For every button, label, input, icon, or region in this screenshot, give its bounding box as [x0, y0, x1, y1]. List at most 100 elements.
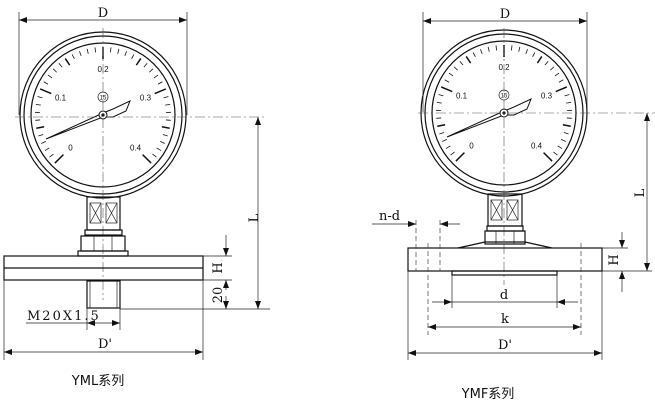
dial-tick: [36, 125, 45, 130]
dial-tick: [459, 61, 464, 66]
dial-tick: [152, 153, 157, 158]
dial-tick: [163, 96, 169, 99]
caption-yml: YML系列: [71, 374, 124, 389]
logo-text: 15: [501, 94, 508, 100]
dial-tick: [465, 56, 472, 64]
dial-tick: [549, 66, 555, 71]
dim-Dprime-right: D': [498, 338, 512, 353]
dial-tick: [38, 134, 44, 137]
dial-tick: [448, 72, 454, 77]
dial-tick: [553, 151, 558, 156]
dial-tick: [156, 147, 162, 151]
dial-tick: [566, 101, 572, 104]
dim-D-left: D: [98, 6, 108, 21]
dial-label: 0.4: [130, 144, 142, 153]
dial-tick: [495, 45, 497, 51]
dial-tick: [165, 103, 171, 106]
dial-tick: [86, 48, 89, 54]
stem: [86, 196, 121, 231]
dial-tick: [440, 86, 453, 93]
dial-tick: [143, 63, 148, 68]
dim-thread: M20X1.5: [27, 309, 101, 324]
dial-tick: [562, 123, 571, 128]
dial-tick: [54, 154, 64, 164]
dial-tick: [135, 58, 142, 66]
dim-d: d: [500, 288, 508, 303]
dim-H-right: H: [607, 254, 622, 265]
stem: [487, 193, 523, 227]
dial-label: 0: [469, 142, 474, 151]
dim-H-left: H: [211, 262, 226, 273]
dial-tick: [52, 68, 58, 73]
dial-label: 0.4: [531, 142, 543, 151]
dial-tick: [525, 49, 528, 55]
dim-D-right: D: [500, 7, 510, 22]
dial-tick: [161, 125, 170, 130]
dial-tick: [543, 152, 553, 162]
dial-tick: [455, 152, 465, 162]
dial-tick: [480, 49, 483, 55]
dial-tick: [157, 81, 163, 85]
thread-connector: [86, 280, 121, 309]
dim-nd: n-d: [379, 209, 400, 224]
needle: [446, 98, 532, 138]
dial-tick: [162, 134, 168, 137]
dial-tick: [557, 145, 563, 149]
dial-tick: [444, 79, 450, 83]
dial-tick: [47, 74, 53, 79]
dial-tick: [94, 47, 96, 53]
dial-tick: [437, 123, 446, 128]
dial-tick: [79, 51, 82, 57]
dial-tick: [555, 86, 568, 93]
dial-tick: [148, 68, 154, 73]
dial-label: 0.1: [456, 91, 468, 100]
dial-tick: [439, 132, 445, 135]
dial-tick: [472, 52, 476, 58]
dial-tick: [445, 145, 451, 149]
dial-tick: [110, 47, 112, 53]
dial-tick: [160, 141, 165, 144]
hex-nut: [484, 230, 526, 245]
caption-ymf: YMF系列: [461, 387, 515, 402]
diaphragm-cone: [457, 241, 553, 249]
dial-tick: [71, 54, 75, 60]
dial-tick: [117, 48, 120, 54]
ymf-drawing: 00.10.20.30.415 n-d D L H: [372, 7, 655, 402]
dial-tick: [532, 52, 536, 58]
dial-tick: [153, 74, 159, 79]
dial-tick: [561, 139, 566, 142]
dial-label: 0.3: [541, 91, 553, 100]
dial-tick: [536, 56, 543, 64]
dim-20: 20: [211, 287, 226, 304]
dial-tick: [142, 154, 152, 164]
dial-label: 0.1: [55, 93, 67, 102]
dial-tick: [438, 94, 444, 97]
dial-tick: [39, 88, 52, 95]
dial-tick: [35, 103, 41, 106]
dial-tick: [44, 147, 50, 151]
dial-tick: [49, 153, 54, 158]
dial-tick: [436, 101, 442, 104]
dim-L-right: L: [633, 188, 648, 197]
dial-tick: [453, 66, 459, 71]
dial-tick: [554, 72, 560, 77]
dial-tick: [58, 63, 63, 68]
dial-tick: [43, 81, 49, 85]
dial-tick: [544, 61, 549, 66]
dim-L-left: L: [247, 213, 262, 222]
dial-tick: [450, 151, 455, 156]
dial-label: 0.3: [140, 93, 152, 102]
dial-tick: [558, 79, 564, 83]
needle: [45, 100, 131, 140]
dial-tick: [563, 132, 569, 135]
dial-tick: [154, 88, 167, 95]
logo-text: 15: [100, 96, 107, 102]
dial-tick: [518, 46, 521, 52]
dial-label: 0: [68, 144, 73, 153]
dial-tick: [442, 139, 447, 142]
dial-tick: [64, 58, 71, 66]
dial-tick: [511, 45, 513, 51]
flange: [407, 247, 603, 272]
dial-tick: [487, 46, 490, 52]
